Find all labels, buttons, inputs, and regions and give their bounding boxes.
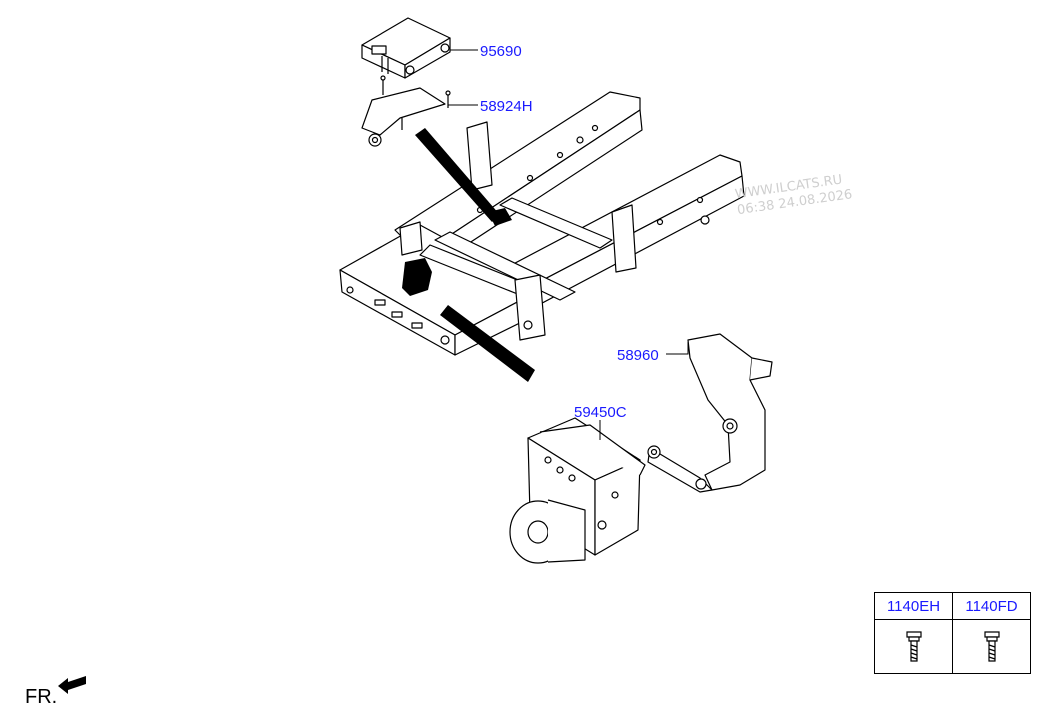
- part-number-1140fd[interactable]: 1140FD: [952, 593, 1030, 619]
- callout-95690[interactable]: 95690: [480, 43, 522, 60]
- callout-58960[interactable]: 58960: [617, 347, 659, 364]
- callout-58924h[interactable]: 58924H: [480, 98, 533, 115]
- front-arrow-icon: [58, 676, 86, 694]
- parts-table-icons: [875, 620, 1030, 674]
- vehicle-frame: [339, 91, 745, 356]
- sensor-bracket-part[interactable]: [361, 75, 451, 147]
- abs-hydraulic-unit-part[interactable]: [509, 417, 646, 564]
- callout-59450c[interactable]: 59450C: [574, 404, 627, 421]
- leader-lines: [448, 49, 689, 440]
- yaw-sensor-part[interactable]: [361, 17, 451, 79]
- sensor-mounted-silhouette: [488, 208, 512, 226]
- abs-mounted-silhouette: [402, 258, 432, 296]
- parts-table-header: 1140EH 1140FD: [875, 593, 1030, 620]
- bolt-icon-1140eh: [875, 620, 952, 674]
- watermark: WWW.ILCATS.RU 06:38 24.08.2026: [734, 172, 853, 218]
- bolt-icon-1140fd: [952, 620, 1030, 674]
- part-number-1140eh[interactable]: 1140EH: [886, 597, 941, 615]
- hardware-parts-table: 1140EH 1140FD: [874, 592, 1031, 674]
- pointer-band-upper: [415, 128, 500, 222]
- abs-bracket-part[interactable]: [647, 333, 773, 493]
- front-direction-label: FR.: [25, 686, 58, 708]
- pointer-band-lower: [440, 305, 535, 382]
